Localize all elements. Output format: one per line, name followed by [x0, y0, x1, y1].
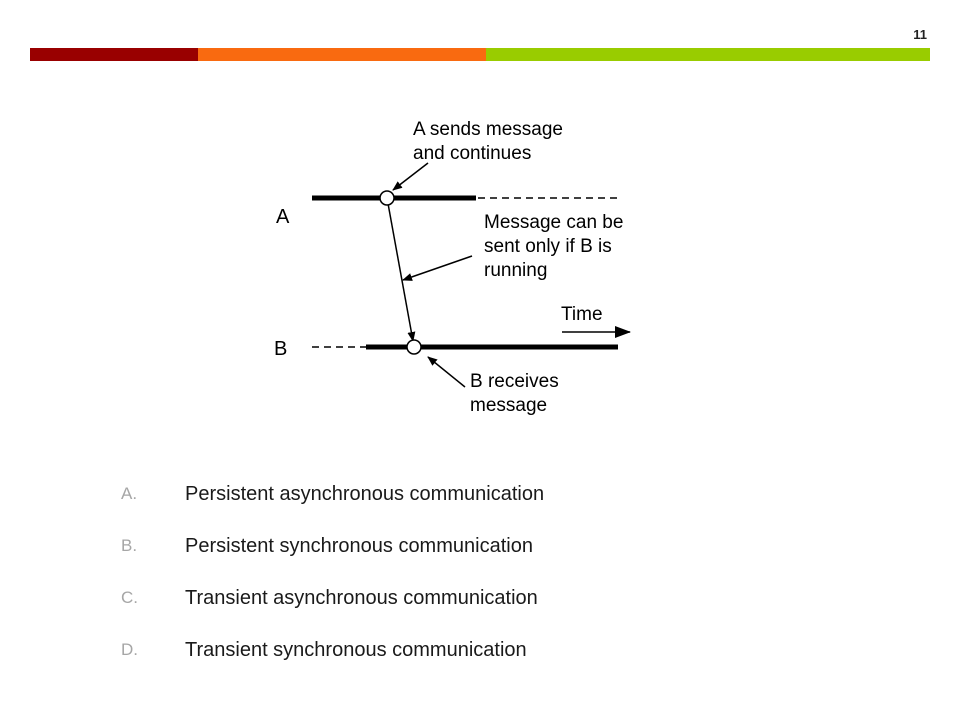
- option-letter: D.: [121, 640, 138, 659]
- receive-callout-line-1: B receives: [470, 371, 559, 392]
- message-line: [386, 197, 416, 342]
- condition-callout-arrow: [402, 255, 473, 281]
- option-letter: B.: [121, 536, 138, 555]
- receive-callout-arrow: [427, 356, 466, 388]
- color-bar-orange-segment: [198, 48, 486, 61]
- option-text: Transient asynchronous communication: [185, 586, 538, 609]
- send-callout-arrow: [392, 162, 429, 191]
- option-c[interactable]: C. Transient asynchronous communication: [121, 572, 741, 624]
- receive-event-circle: [406, 339, 422, 355]
- send-callout-line-2: and continues: [413, 143, 531, 164]
- slide-number: 11: [913, 27, 927, 42]
- send-callout-line-1: A sends message: [413, 119, 563, 140]
- color-bar-green-segment: [486, 48, 930, 61]
- option-letter: C.: [121, 588, 138, 607]
- option-text: Persistent asynchronous communication: [185, 482, 545, 505]
- time-label: Time: [561, 304, 603, 325]
- option-letter: A.: [121, 484, 138, 503]
- option-d[interactable]: D. Transient synchronous communication: [121, 624, 741, 676]
- header-color-bar: [30, 48, 930, 61]
- process-a-label: A: [276, 206, 290, 228]
- condition-callout-line-3: running: [484, 260, 547, 281]
- option-text: Persistent synchronous communication: [185, 534, 533, 557]
- receive-callout-line-2: message: [470, 395, 547, 416]
- answer-options-list: A. Persistent asynchronous communication…: [121, 468, 741, 676]
- color-bar-red-segment: [30, 48, 198, 61]
- option-a[interactable]: A. Persistent asynchronous communication: [121, 468, 741, 520]
- option-text: Transient synchronous communication: [185, 638, 527, 661]
- condition-callout-line-2: sent only if B is: [484, 236, 612, 257]
- option-b[interactable]: B. Persistent synchronous communication: [121, 520, 741, 572]
- send-event-circle: [379, 190, 395, 206]
- condition-callout-line-1: Message can be: [484, 212, 623, 233]
- process-b-label: B: [274, 338, 287, 360]
